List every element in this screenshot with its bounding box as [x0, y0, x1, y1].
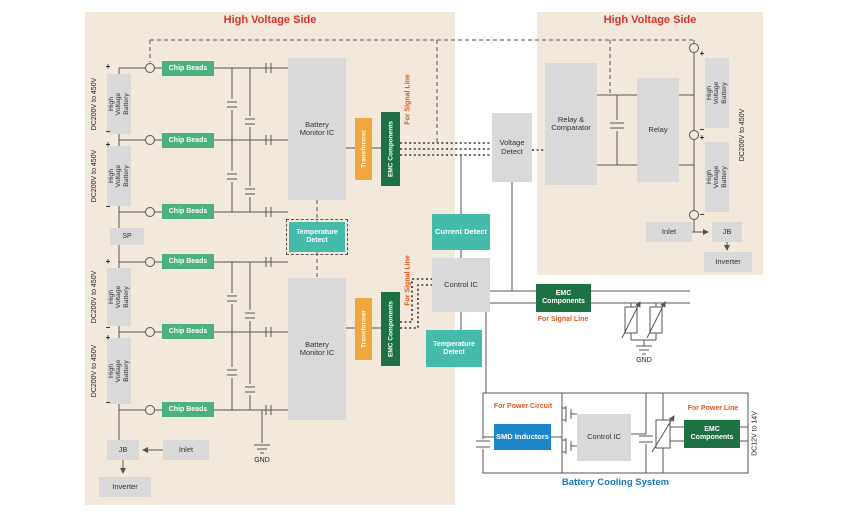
ground-icon-left	[254, 444, 270, 454]
mosfet-icons	[562, 406, 577, 454]
wires	[118, 43, 749, 474]
dashed-signal-lines	[149, 39, 695, 278]
junction-circles	[145, 43, 699, 415]
dotted-signal-lines	[400, 142, 545, 329]
arrow-lines	[120, 229, 730, 474]
varistor-icons	[621, 301, 675, 453]
ground-icon-mid	[636, 345, 652, 355]
